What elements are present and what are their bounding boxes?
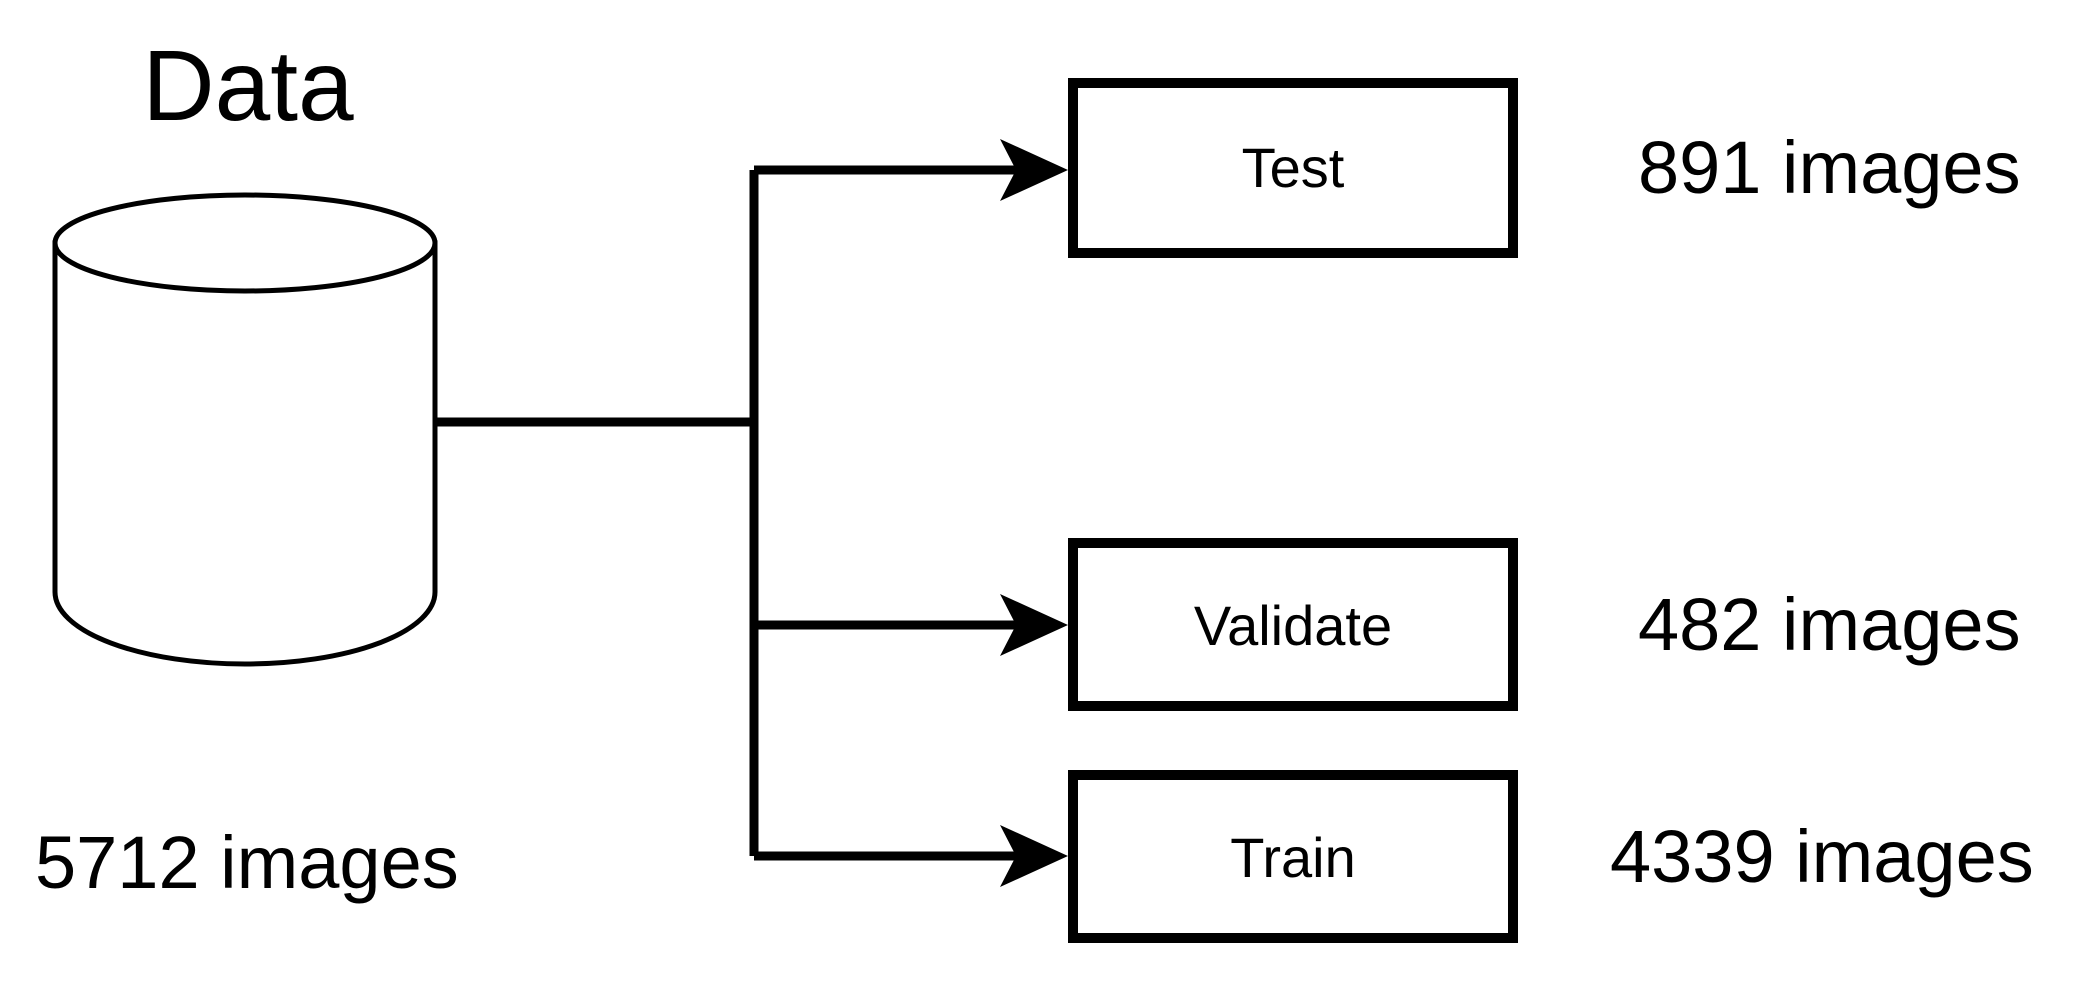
split-box-test[interactable] (1068, 78, 1518, 258)
diagram-title: Data (142, 30, 354, 142)
split-label-train: Train (1230, 826, 1356, 889)
split-label-test: Test (1242, 136, 1345, 199)
split-count-validate: 482 images (1638, 583, 2021, 666)
split-count-train: 4339 images (1610, 815, 2034, 898)
database-cylinder-icon (52, 192, 438, 667)
source-count-label: 5712 images (35, 821, 459, 904)
split-box-train[interactable] (1068, 770, 1518, 943)
split-count-test: 891 images (1638, 126, 2021, 209)
cylinder-top-ellipse (52, 192, 438, 294)
split-label-validate: Validate (1194, 594, 1392, 657)
split-box-validate[interactable] (1068, 538, 1518, 711)
cylinder-body (52, 240, 438, 667)
arrowhead-validate (1000, 594, 1068, 656)
arrowhead-train (1000, 825, 1068, 887)
arrowhead-test (1000, 139, 1068, 201)
